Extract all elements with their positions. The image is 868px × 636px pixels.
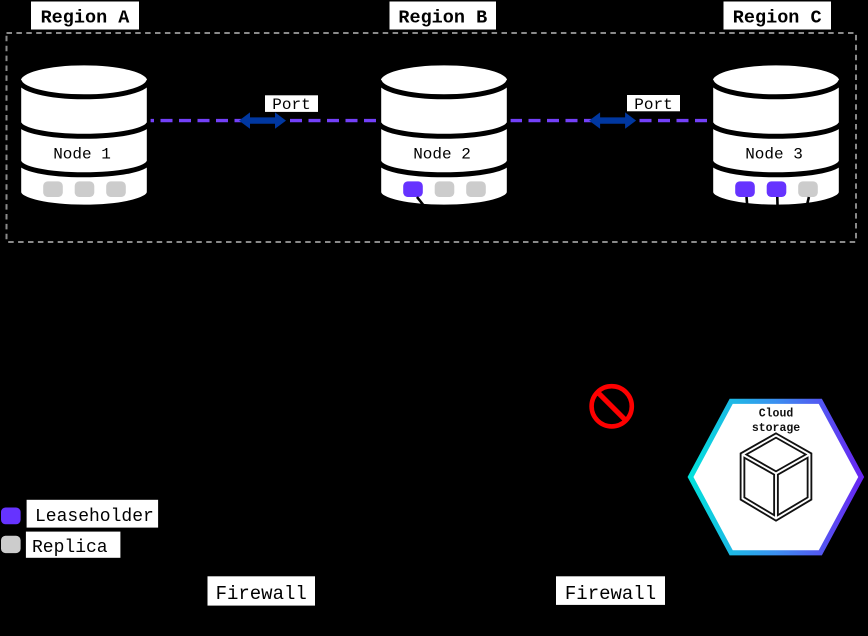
svg-text:Region B: Region B: [398, 7, 487, 28]
svg-text:Port: Port: [634, 96, 672, 114]
svg-text:Firewall: Firewall: [216, 583, 307, 605]
svg-text:Region C: Region C: [733, 7, 822, 28]
svg-text:storage: storage: [752, 422, 800, 435]
svg-text:Node 2: Node 2: [413, 145, 471, 163]
svg-text:Firewall: Firewall: [565, 583, 656, 605]
svg-text:Port: Port: [272, 96, 310, 114]
svg-text:Node 1: Node 1: [53, 145, 111, 163]
svg-text:Replica: Replica: [32, 538, 108, 558]
svg-text:Node 3: Node 3: [745, 145, 803, 163]
svg-text:Leaseholder: Leaseholder: [35, 507, 154, 527]
svg-text:Cloud: Cloud: [759, 408, 794, 421]
svg-text:Region A: Region A: [41, 7, 131, 28]
